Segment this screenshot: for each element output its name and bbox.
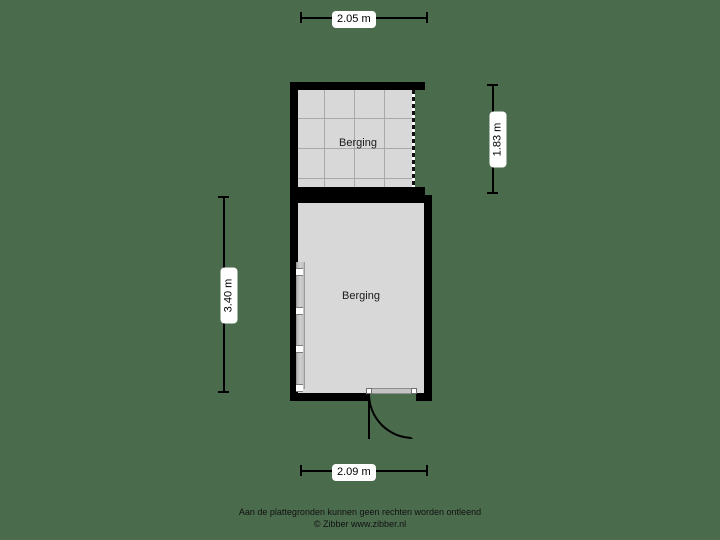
room-upper-label: Berging [339,137,377,149]
footer-disclaimer-text: Aan de plattegronden kunnen geen rechten… [238,507,482,517]
wall-lower-left [290,195,298,401]
door-leaf [368,394,370,439]
footer-copyright-text: © Zibber www.zibber.nl [313,519,407,529]
dimension-label-bottom: 2.09 m [332,464,376,481]
dimension-cap-left-top [218,196,229,198]
dimension-cap-right-top [487,84,498,86]
dimension-cap-left-bottom [218,391,229,393]
wall-lower-bottom-right [416,393,432,401]
footer-disclaimer-block: Aan de plattegronden kunnen geen rechten… [0,506,720,530]
wall-lower-right [424,195,432,401]
wall-upper-bottom [290,187,421,195]
wall-lower-top [290,195,432,203]
wall-lower-bottom-left [290,393,368,401]
door-swing-arc [368,394,413,439]
door-jamb-right [411,388,417,394]
room-upper-floor [298,90,415,187]
dimension-cap-top-right [426,12,428,23]
wall-upper-left [290,82,298,195]
dimension-label-left: 3.40 m [220,267,238,324]
shelf-unit [296,262,305,389]
shelf-bracket-middle [296,307,303,315]
shelf-bracket-top [296,268,303,276]
upper-room-open-edge [412,90,415,187]
dimension-label-top: 2.05 m [332,11,376,28]
shelf-bracket-bottom [296,345,303,353]
dimension-cap-top-left [300,12,302,23]
dimension-cap-bottom-right [426,465,428,476]
room-lower-label: Berging [342,290,380,302]
room-lower-floor [298,203,424,393]
dimension-cap-right-bottom [487,192,498,194]
wall-upper-right-stub-bottom [413,187,425,195]
shelf-bracket-end [296,384,303,392]
door-jamb-left [366,388,372,394]
wall-upper-top [290,82,421,90]
dimension-label-right: 1.83 m [489,111,507,168]
wall-upper-right-stub-top [413,82,425,90]
dimension-cap-bottom-left [300,465,302,476]
